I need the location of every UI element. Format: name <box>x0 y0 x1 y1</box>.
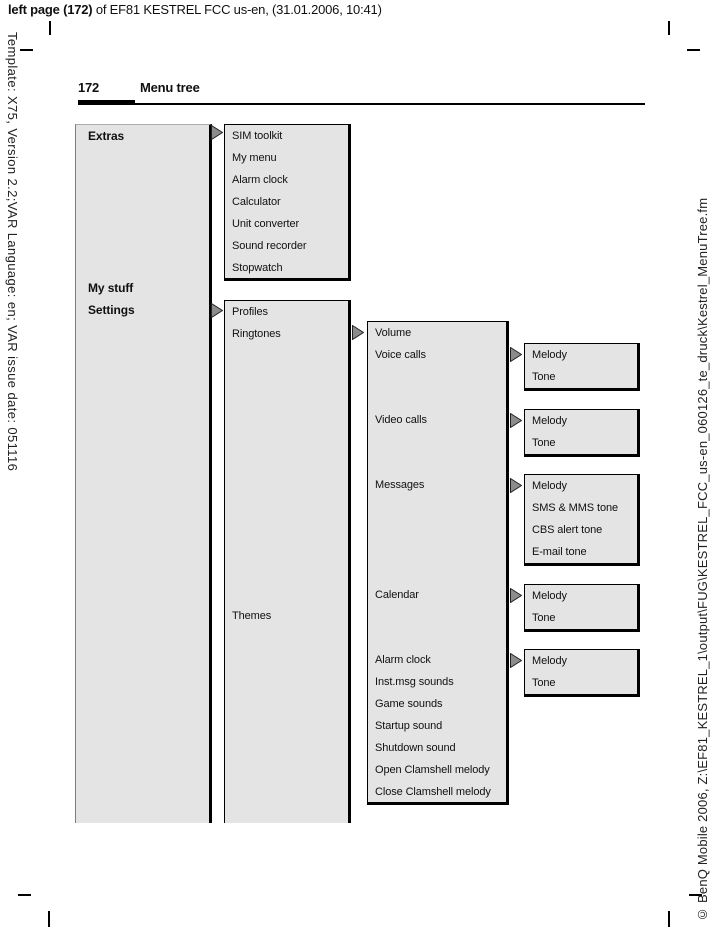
extras-submenu-box: SIM toolkit My menu Alarm clock Calculat… <box>224 124 351 281</box>
crop-mark-bottom-left-vertical <box>48 911 50 927</box>
menu-item: Video calls <box>375 414 427 426</box>
menu-item: Ringtones <box>232 328 281 340</box>
menu-item: Tone <box>532 612 556 624</box>
alarm-clock-options-box: Melody Tone <box>524 649 640 697</box>
menu-item: Tone <box>532 437 556 449</box>
header-rule-thin <box>78 103 645 105</box>
crop-mark-top-right-dash <box>687 49 700 51</box>
ringtones-submenu-box: Volume Voice calls Video calls Messages … <box>367 321 509 805</box>
arrow-right-icon <box>211 124 224 141</box>
page-number: 172 <box>78 80 100 95</box>
menu-item: Volume <box>375 327 412 339</box>
page-meta-rest: of EF81 KESTREL FCC us-en, (31.01.2006, … <box>92 2 382 17</box>
menu-item: Shutdown sound <box>375 742 456 754</box>
header-rule-thick <box>78 100 135 105</box>
menu-item: Startup sound <box>375 720 443 732</box>
menu-item: Tone <box>532 371 556 383</box>
menu-item-settings: Settings <box>88 303 135 317</box>
menu-item: SMS & MMS tone <box>532 502 619 514</box>
menu-item: Melody <box>532 655 567 667</box>
menu-item: Melody <box>532 480 567 492</box>
menu-item: Calculator <box>232 196 281 208</box>
menu-item: Themes <box>232 610 272 622</box>
menu-item: Calendar <box>375 589 419 601</box>
crop-mark-bottom-right-vertical <box>668 911 670 927</box>
menu-item: Unit converter <box>232 218 300 230</box>
menu-item: E-mail tone <box>532 546 587 558</box>
menu-item: Alarm clock <box>375 654 431 666</box>
page-meta: left page (172) of EF81 KESTREL FCC us-e… <box>8 2 382 17</box>
menu-item: Profiles <box>232 306 268 318</box>
crop-mark-top-left-vertical <box>49 21 51 35</box>
margin-text-right: © BenQ Mobile 2006, Z:\EF81_KESTREL_1\ou… <box>695 197 710 922</box>
arrow-right-icon <box>352 324 365 341</box>
crop-mark-bottom-left-dash <box>18 894 31 896</box>
crop-mark-top-right-vertical <box>668 21 670 35</box>
page-meta-bold: left page (172) <box>8 2 93 17</box>
menu-item: Melody <box>532 415 567 427</box>
messages-options-box: Melody SMS & MMS tone CBS alert tone E-m… <box>524 474 640 566</box>
voice-calls-options-box: Melody Tone <box>524 343 640 391</box>
margin-text-left: Template: X75, Version 2.2;VAR Language:… <box>5 32 20 472</box>
menu-item: Messages <box>375 479 425 491</box>
menu-item: Inst.msg sounds <box>375 676 454 688</box>
arrow-right-icon <box>510 477 523 494</box>
menu-item: Game sounds <box>375 698 443 710</box>
arrow-right-icon <box>510 412 523 429</box>
menu-item: Sound recorder <box>232 240 307 252</box>
menu-item: Open Clamshell melody <box>375 764 490 776</box>
menu-item: Melody <box>532 349 567 361</box>
settings-submenu-box: Profiles Ringtones Themes <box>224 300 351 823</box>
menu-item: Melody <box>532 590 567 602</box>
crop-mark-bottom-right-dash <box>689 894 702 896</box>
root-menu-column: Extras My stuff Settings <box>75 124 212 823</box>
crop-mark-top-left-dash <box>20 49 33 51</box>
video-calls-options-box: Melody Tone <box>524 409 640 457</box>
menu-item: Voice calls <box>375 349 426 361</box>
calendar-options-box: Melody Tone <box>524 584 640 632</box>
menu-item-extras: Extras <box>88 129 125 143</box>
arrow-right-icon <box>211 302 224 319</box>
menu-item: Alarm clock <box>232 174 288 186</box>
menu-item: CBS alert tone <box>532 524 603 536</box>
menu-item: Close Clamshell melody <box>375 786 491 798</box>
menu-item-my-stuff: My stuff <box>88 281 134 295</box>
section-title: Menu tree <box>140 80 200 95</box>
arrow-right-icon <box>510 587 523 604</box>
menu-item: SIM toolkit <box>232 130 283 142</box>
arrow-right-icon <box>510 652 523 669</box>
arrow-right-icon <box>510 346 523 363</box>
menu-item: Stopwatch <box>232 262 283 274</box>
menu-item: Tone <box>532 677 556 689</box>
menu-item: My menu <box>232 152 277 164</box>
